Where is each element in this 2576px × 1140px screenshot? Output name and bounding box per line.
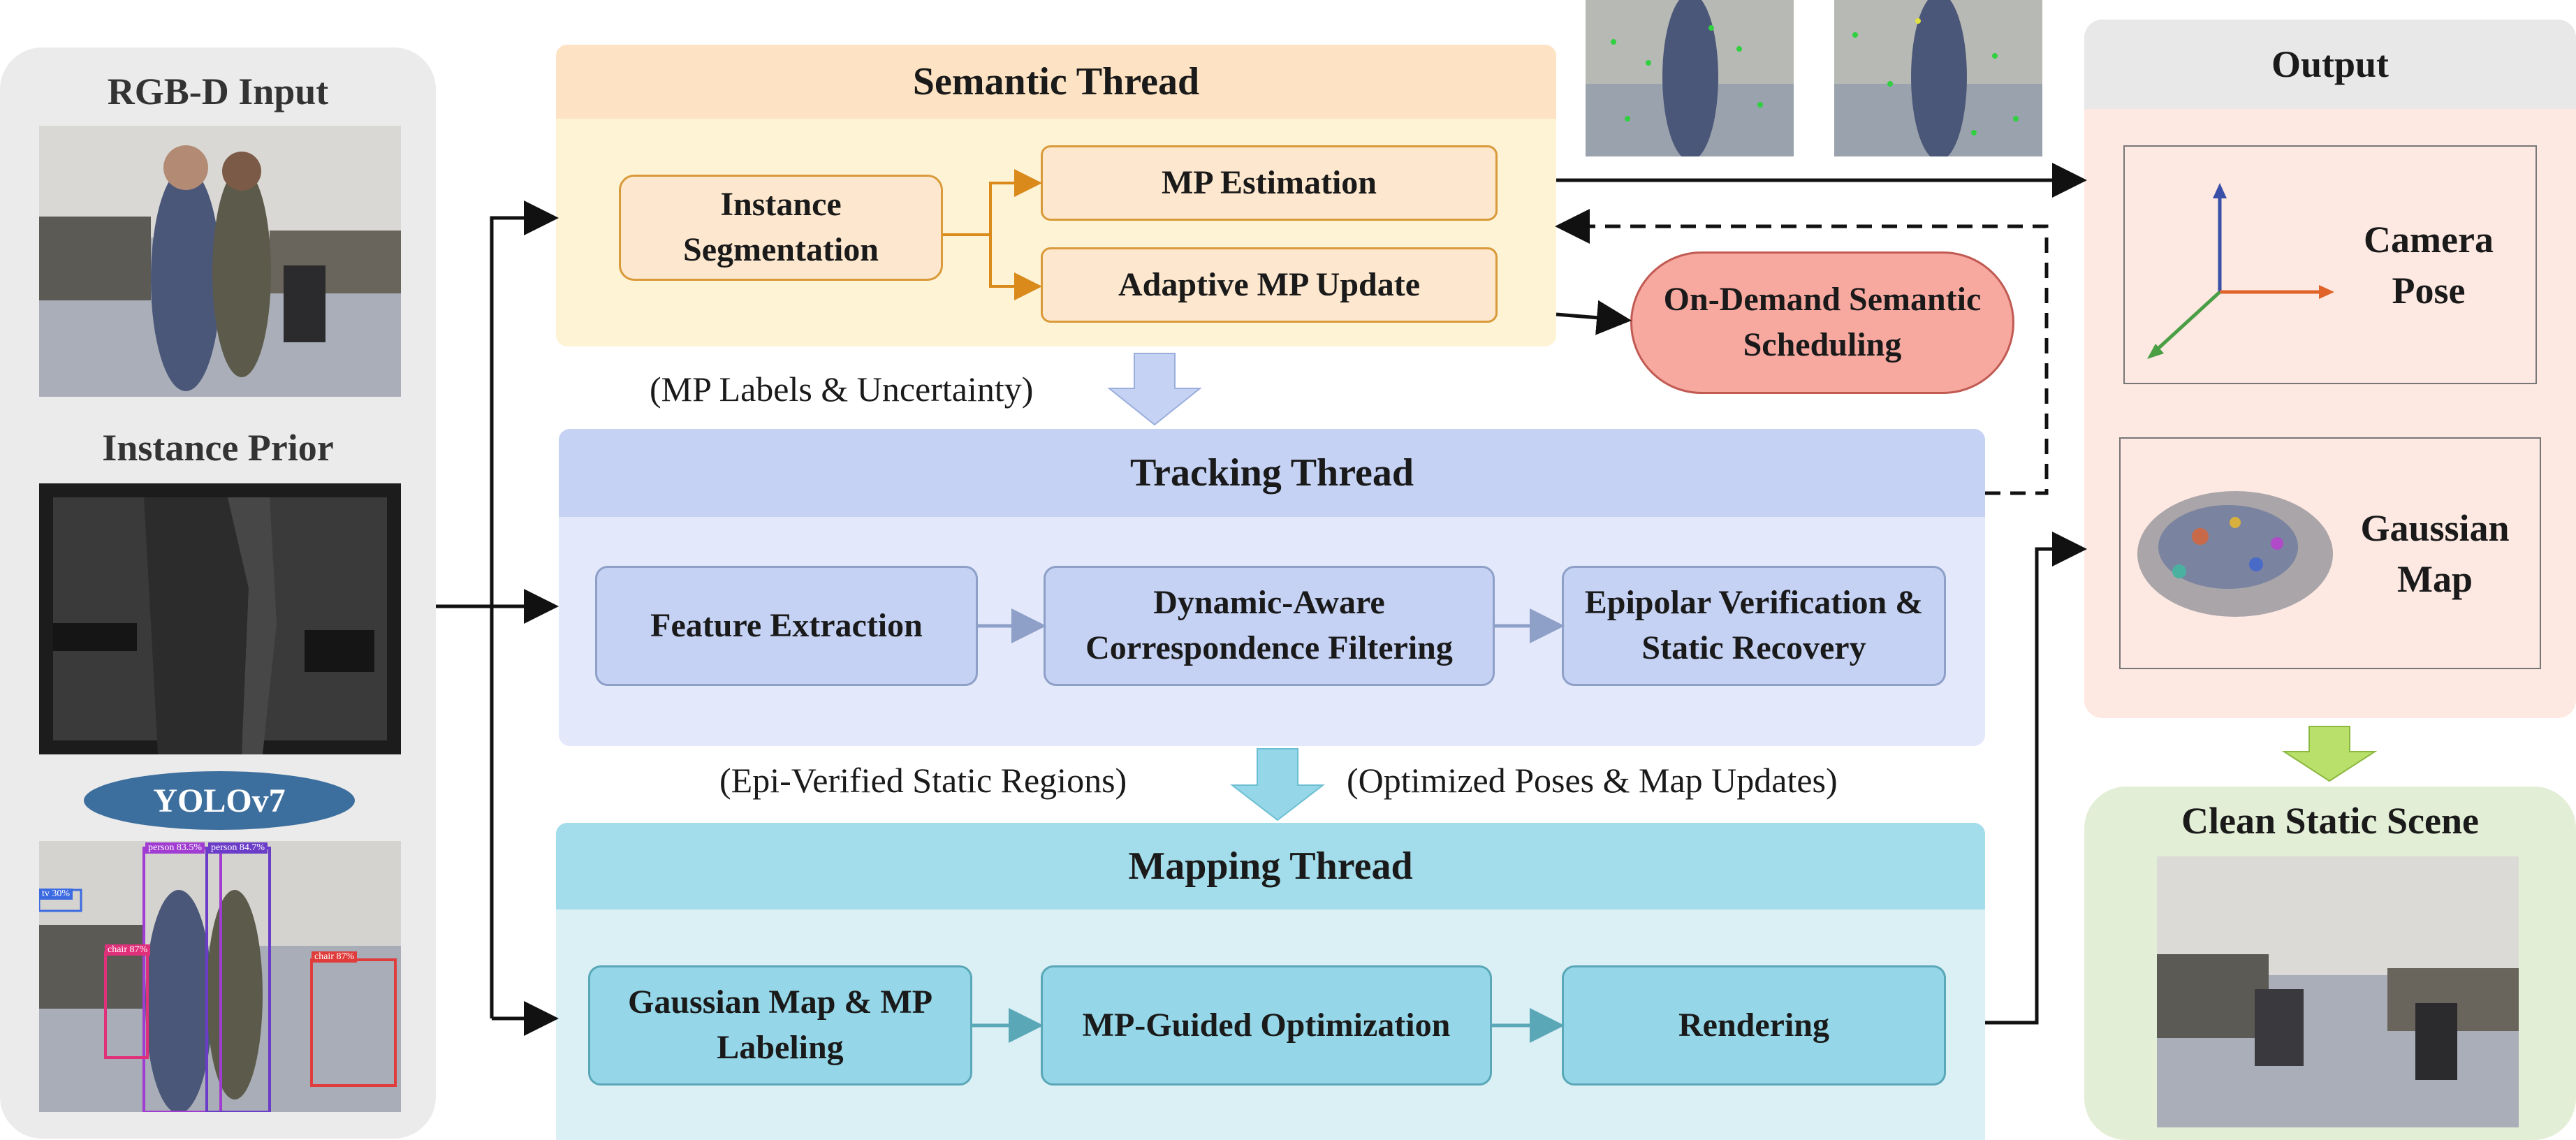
clean-scene-title: Clean Static Scene [2181, 800, 2479, 842]
epi-verified-note: (Epi-Verified Static Regions) [719, 761, 1127, 800]
clean-scene-image [2157, 856, 2519, 1127]
feature-frame-2 [1834, 0, 2042, 156]
mp-guided-optimization-box: MP-Guided Optimization [1041, 965, 1492, 1086]
detection-label-person-2: person 84.7% [208, 842, 268, 854]
tracking-thread-header: Tracking Thread [559, 429, 1985, 517]
detection-label-person-1: person 83.5% [145, 842, 205, 854]
detection-scene-graphic [39, 841, 401, 1112]
tracking-thread-title: Tracking Thread [1129, 451, 1414, 495]
instance-prior-title: Instance Prior [102, 427, 334, 469]
detection-label-chair-2: chair 87% [312, 951, 358, 963]
instance-prior-image [39, 483, 401, 754]
camera-pose-card: Camera Pose [2123, 145, 2537, 384]
rgbd-input-title: RGB-D Input [107, 71, 329, 112]
gaussian-map-label: Gaussian Map [2360, 507, 2510, 600]
point-cloud-graphic [2137, 491, 2333, 617]
output-to-clean-block-arrow [2281, 726, 2378, 782]
camera-pose-label: Camera Pose [2364, 219, 2494, 312]
rgbd-input-image [39, 126, 401, 397]
on-demand-scheduling-box: On-Demand Semantic Scheduling [1630, 251, 2014, 394]
input-dispatch-arrows [436, 200, 559, 1036]
epipolar-verification-box: Epipolar Verification & Static Recovery [1562, 566, 1946, 686]
mp-labels-note: (MP Labels & Uncertainty) [650, 370, 1034, 409]
adaptive-mp-update-box: Adaptive MP Update [1041, 247, 1498, 323]
output-panel-header: Output [2084, 20, 2576, 109]
detection-label-tv: tv 30% [39, 889, 73, 900]
mapping-thread-header: Mapping Thread [556, 823, 1985, 909]
clean-scene-graphic [2157, 856, 2519, 1127]
yolo-detection-image [39, 841, 401, 1112]
axes-icon [2147, 183, 2334, 359]
feedback-dashed-arrow [1555, 209, 2049, 495]
yolo-label: YOLOv7 [153, 782, 286, 819]
semantic-thread-title: Semantic Thread [912, 60, 1200, 103]
feature-frame-1-graphic [1586, 0, 1794, 156]
gaussian-map-card: Gaussian Map [2119, 437, 2541, 669]
rgbd-scene-graphic [39, 126, 401, 397]
semantic-thread-header: Semantic Thread [556, 45, 1556, 119]
feature-frame-2-graphic [1834, 0, 2042, 156]
mapping-thread-title: Mapping Thread [1128, 845, 1413, 888]
mapping-to-output-arrow [1985, 532, 2087, 1025]
detection-label-chair-1: chair 87% [105, 944, 151, 956]
rendering-box: Rendering [1562, 965, 1946, 1086]
feature-extraction-box: Feature Extraction [595, 566, 978, 686]
yolo-cloud: YOLOv7 [84, 771, 355, 830]
output-title: Output [2271, 43, 2390, 85]
tracking-to-mapping-block-arrow [1230, 748, 1325, 821]
semantic-to-scheduling-arrow [1556, 300, 1632, 335]
feature-frame-1 [1586, 0, 1794, 156]
depth-map-graphic [53, 497, 387, 754]
segmentation-fork-arrows [943, 169, 1042, 300]
semantic-to-tracking-block-arrow [1107, 353, 1202, 426]
mp-estimation-box: MP Estimation [1041, 145, 1498, 221]
gaussian-map-labeling-box: Gaussian Map & MP Labeling [588, 965, 972, 1086]
optimized-poses-note: (Optimized Poses & Map Updates) [1347, 761, 1838, 800]
correspondence-filtering-box: Dynamic-Aware Correspondence Filtering [1044, 566, 1495, 686]
instance-segmentation-box: Instance Segmentation [619, 175, 943, 281]
